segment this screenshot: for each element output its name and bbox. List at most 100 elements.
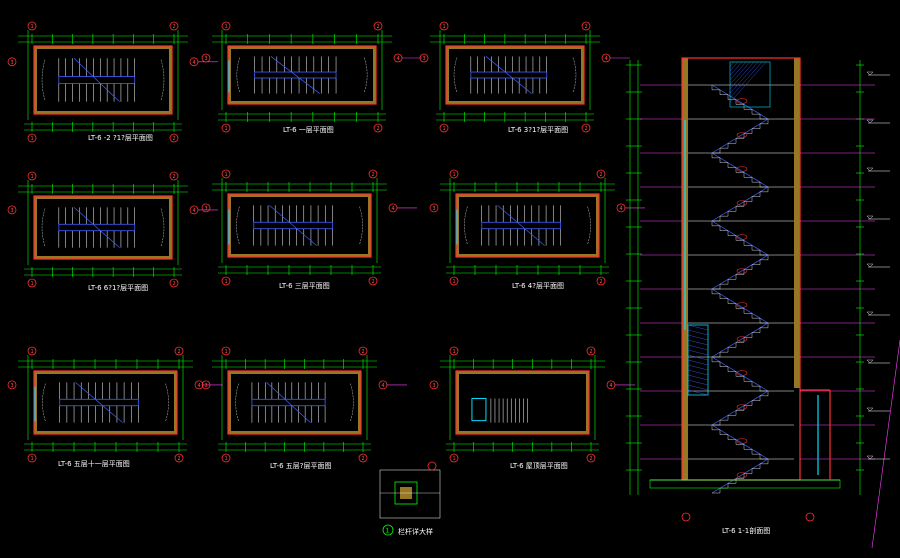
axis-bubble xyxy=(221,123,231,133)
axis-bubble xyxy=(221,453,231,463)
elevation-symbol xyxy=(866,167,874,172)
stair-step xyxy=(743,172,752,178)
stair-arrow xyxy=(73,57,120,103)
hatch xyxy=(729,61,767,103)
stair-step xyxy=(727,230,736,236)
stair-step xyxy=(736,133,745,139)
stair-step xyxy=(719,361,728,367)
stair-flight xyxy=(711,84,769,120)
wall-outline xyxy=(227,370,362,435)
axis-bubble xyxy=(221,169,231,179)
axis-label: 2 xyxy=(371,172,374,178)
room-interior xyxy=(37,49,169,111)
stair-step xyxy=(751,381,760,387)
axis-label: 1 xyxy=(30,349,33,355)
axis-bubble xyxy=(201,203,211,213)
stair-step xyxy=(743,104,752,110)
hatch xyxy=(687,359,709,366)
axis-label: 2 xyxy=(376,126,379,132)
axis-label: 1 xyxy=(452,349,455,355)
axis-bubble xyxy=(27,171,37,181)
axis-bubble xyxy=(581,21,591,31)
axis-label: 4 xyxy=(604,56,607,62)
plan-caption-5: LT-6 三层平面图 xyxy=(279,282,330,290)
axis-label: 4 xyxy=(619,206,622,212)
stair-section-1-1 xyxy=(626,57,900,549)
stair-step xyxy=(736,269,745,275)
hatch xyxy=(687,364,709,371)
axis-label: 1 xyxy=(452,456,455,462)
section-caption: LT-6 1-1剖面图 xyxy=(722,526,770,535)
stair-step xyxy=(728,206,737,212)
axis-label: 2 xyxy=(599,172,602,178)
stair-step xyxy=(735,439,744,445)
door-swing xyxy=(359,206,363,245)
stair-step xyxy=(751,109,760,115)
stair-flight xyxy=(711,288,769,324)
section-tag xyxy=(736,166,748,172)
hatch xyxy=(687,389,709,396)
hatch xyxy=(729,61,739,72)
room-interior xyxy=(449,49,581,101)
axis-label: 1 xyxy=(224,126,227,132)
stair-step xyxy=(736,405,745,411)
axis-bubble xyxy=(596,276,606,286)
stair-step xyxy=(752,327,761,333)
axis-label: 2 xyxy=(589,349,592,355)
section-tag xyxy=(736,234,748,240)
stair-step xyxy=(728,274,737,280)
stair-step xyxy=(751,313,760,319)
hatch xyxy=(687,374,709,381)
stair-flight xyxy=(711,118,769,154)
axis-bubble xyxy=(449,276,459,286)
stair-step xyxy=(736,201,745,207)
plan-caption-1: LT-6 -2 ?1?层平面图 xyxy=(88,134,153,142)
axis-label: 2 xyxy=(589,456,592,462)
stair-arrow xyxy=(497,205,545,246)
wall-outline xyxy=(33,195,173,260)
axis-label: 2 xyxy=(371,279,374,285)
axis-label: 3 xyxy=(204,206,207,212)
door-swing xyxy=(587,206,591,245)
stair-step xyxy=(728,410,737,416)
wall-outline xyxy=(455,370,590,435)
stair-step xyxy=(735,303,744,309)
elevation-symbol xyxy=(866,311,874,316)
hatch xyxy=(729,61,755,90)
axis-bubble xyxy=(449,169,459,179)
axis-bubble xyxy=(27,133,37,143)
axis-bubble xyxy=(201,380,211,390)
section-tag xyxy=(736,438,748,444)
axis-label: 1 xyxy=(224,172,227,178)
axis-label: 1 xyxy=(30,174,33,180)
stair-step xyxy=(711,425,720,431)
section-tag xyxy=(736,98,748,104)
section-tag xyxy=(736,404,748,410)
stair-step xyxy=(711,85,720,91)
stair-step xyxy=(743,240,752,246)
stair-step xyxy=(760,391,769,397)
section-tag xyxy=(736,370,748,376)
stair-flight xyxy=(711,186,769,222)
stair-landing-rail xyxy=(481,221,561,230)
stair-step xyxy=(720,347,729,353)
section-tag xyxy=(736,200,748,206)
room-interior xyxy=(459,374,586,431)
stair-step xyxy=(743,308,752,314)
axis-bubble xyxy=(27,346,37,356)
stair-step xyxy=(712,488,721,494)
hatch xyxy=(729,61,759,94)
stair-arrow xyxy=(266,382,311,423)
plan-caption-8: LT-6 五层?层平面图 xyxy=(270,462,332,470)
axis-label: 4 xyxy=(391,206,394,212)
axis-label: 2 xyxy=(172,136,175,142)
stair-step xyxy=(735,371,744,377)
stair-flight xyxy=(711,356,769,392)
wall-outline xyxy=(33,45,173,115)
axis-bubble xyxy=(449,346,459,356)
axis-label: 1 xyxy=(224,349,227,355)
section-tag xyxy=(736,336,748,342)
